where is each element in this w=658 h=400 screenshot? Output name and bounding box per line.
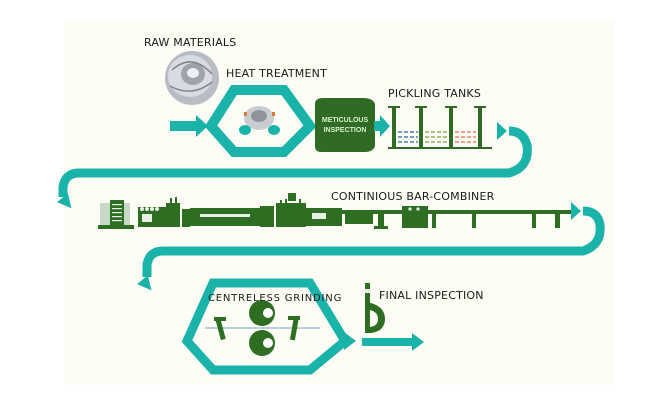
pickling-tanks-icon bbox=[388, 106, 492, 149]
connector-row1-to-row2 bbox=[57, 122, 532, 209]
arrow-to-pickling bbox=[374, 115, 390, 137]
wire-coil-icon bbox=[165, 51, 219, 105]
exit-arrow bbox=[362, 333, 424, 351]
entry-arrow bbox=[170, 115, 208, 137]
centreless-grinding-hexagon bbox=[181, 278, 356, 375]
label-raw-materials: RAW MATERIALS bbox=[144, 36, 237, 49]
micrometer-icon bbox=[364, 283, 385, 333]
label-pickling-tanks: PICKLING TANKS bbox=[388, 87, 482, 100]
label-centreless-grinding: CENTRELESS GRINDING bbox=[208, 293, 343, 304]
inspection-badge-label-2: INSPECTION bbox=[324, 127, 367, 134]
furnace-coil-icon bbox=[239, 106, 280, 135]
label-continuous-bar-combiner: CONTINIOUS BAR-COMBINER bbox=[331, 190, 495, 203]
inspection-badge bbox=[315, 98, 375, 152]
heat-treatment-hexagon bbox=[204, 85, 318, 157]
label-heat-treatment: HEAT TREATMENT bbox=[226, 67, 327, 80]
bar-combiner-machine-icon bbox=[98, 193, 572, 229]
connector-row2-to-row3 bbox=[137, 202, 605, 291]
inspection-badge-label-1: METICULOUS bbox=[322, 117, 369, 124]
grinding-wheels-icon bbox=[205, 300, 320, 356]
label-final-inspection: FINAL INSPECTION bbox=[379, 289, 484, 302]
